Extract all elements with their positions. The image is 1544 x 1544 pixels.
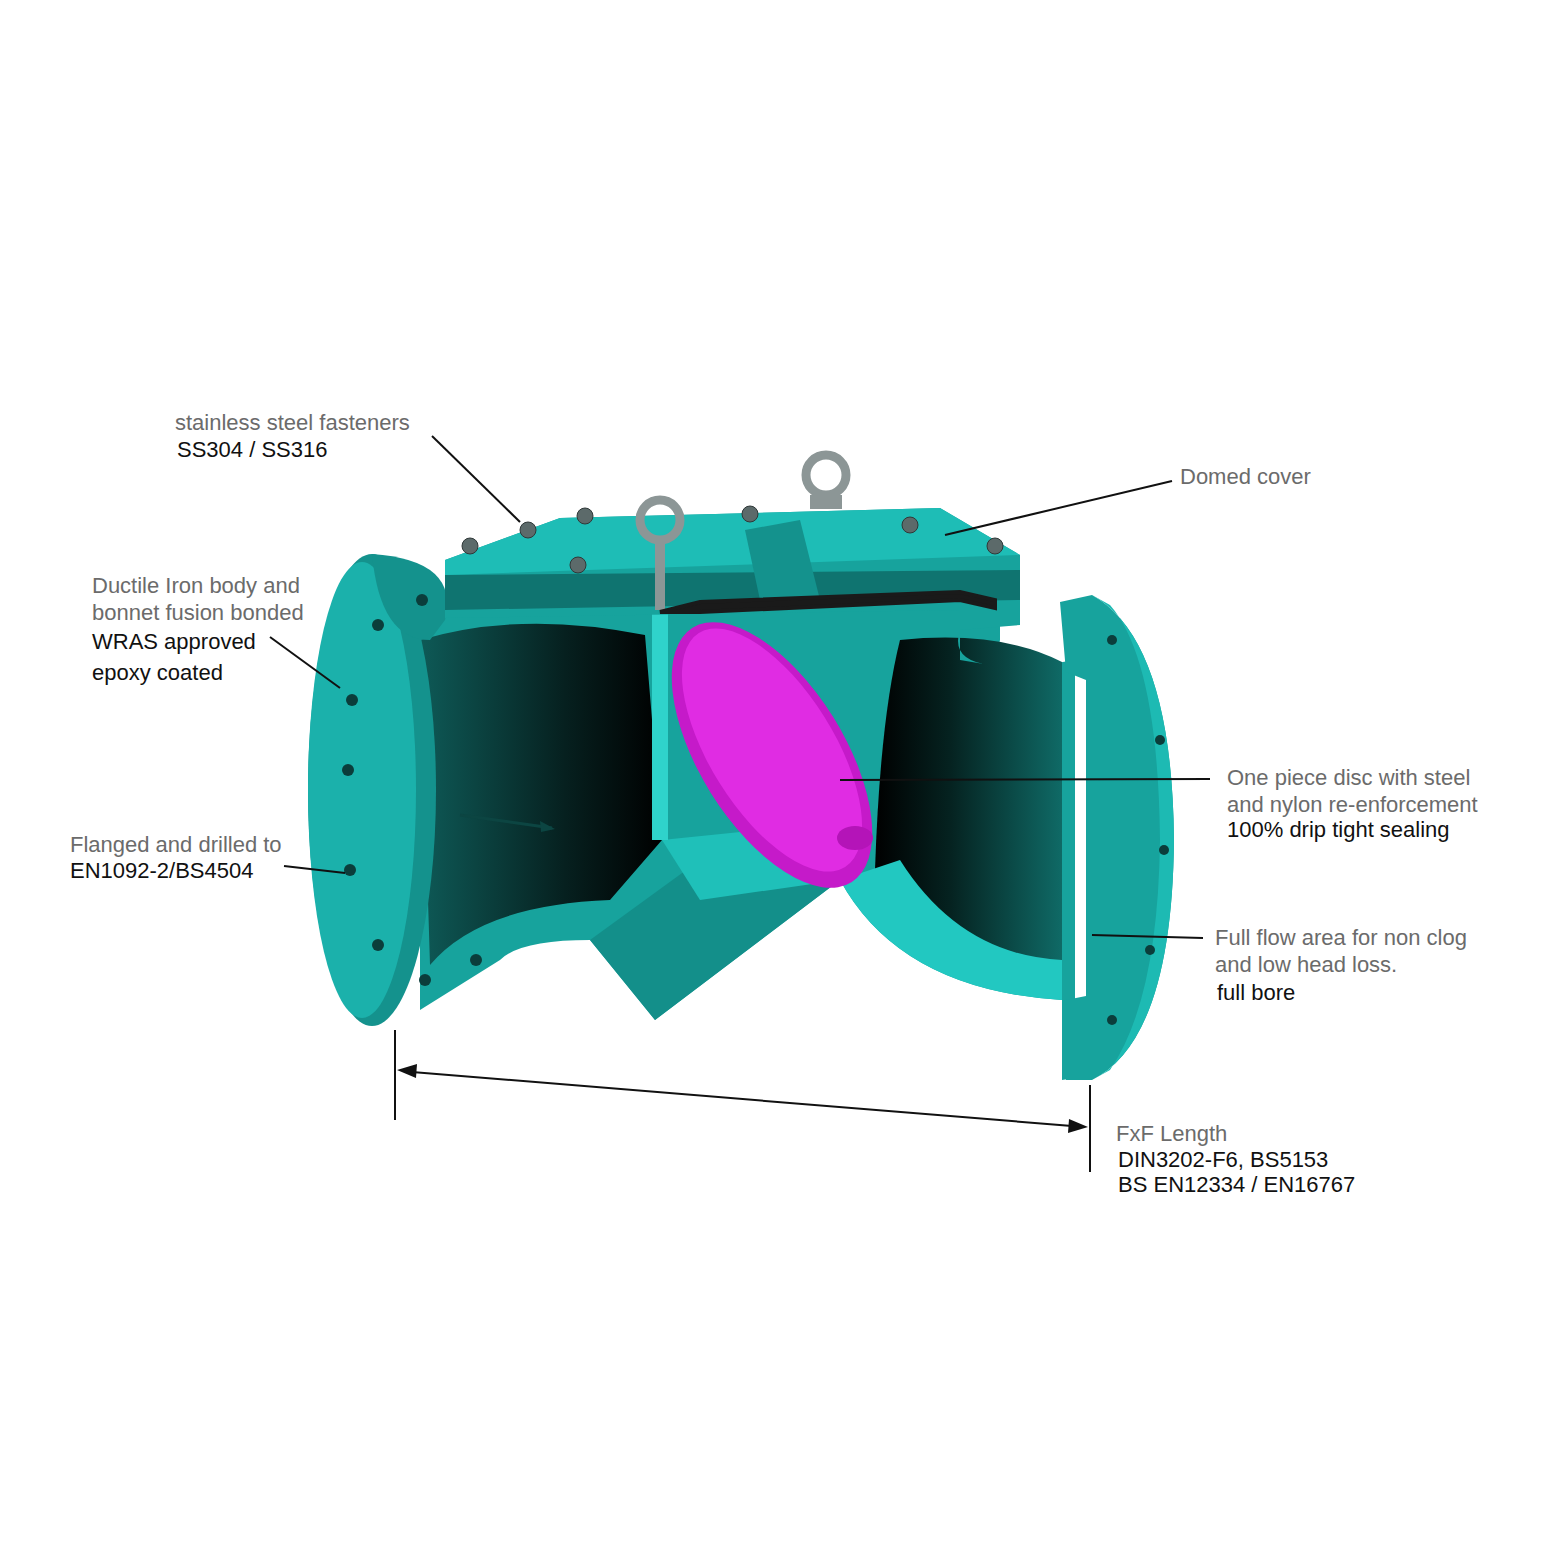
- callout-label: 100% drip tight sealing: [1227, 816, 1527, 843]
- callout-label: SS304 / SS316: [177, 436, 477, 463]
- callout-label: FxF Length: [1116, 1120, 1416, 1147]
- callout-label: BS EN12334 / EN16767: [1118, 1171, 1518, 1198]
- callout-label: One piece disc with steel and nylon re-e…: [1227, 764, 1499, 818]
- callout-label: EN1092-2/BS4504: [70, 857, 330, 884]
- callout-label: Ductile Iron body and bonnet fusion bond…: [92, 572, 332, 626]
- callout-label: epoxy coated: [92, 659, 332, 686]
- callout-label: Flanged and drilled to: [70, 831, 330, 858]
- callout-label: DIN3202-F6, BS5153: [1118, 1146, 1518, 1173]
- callout-label: Full flow area for non clog and low head…: [1215, 924, 1487, 978]
- callout-label: full bore: [1217, 979, 1489, 1006]
- callout-label: WRAS approved: [92, 628, 332, 655]
- callout-label: stainless steel fasteners: [175, 409, 475, 436]
- callout-label: Domed cover: [1180, 463, 1480, 490]
